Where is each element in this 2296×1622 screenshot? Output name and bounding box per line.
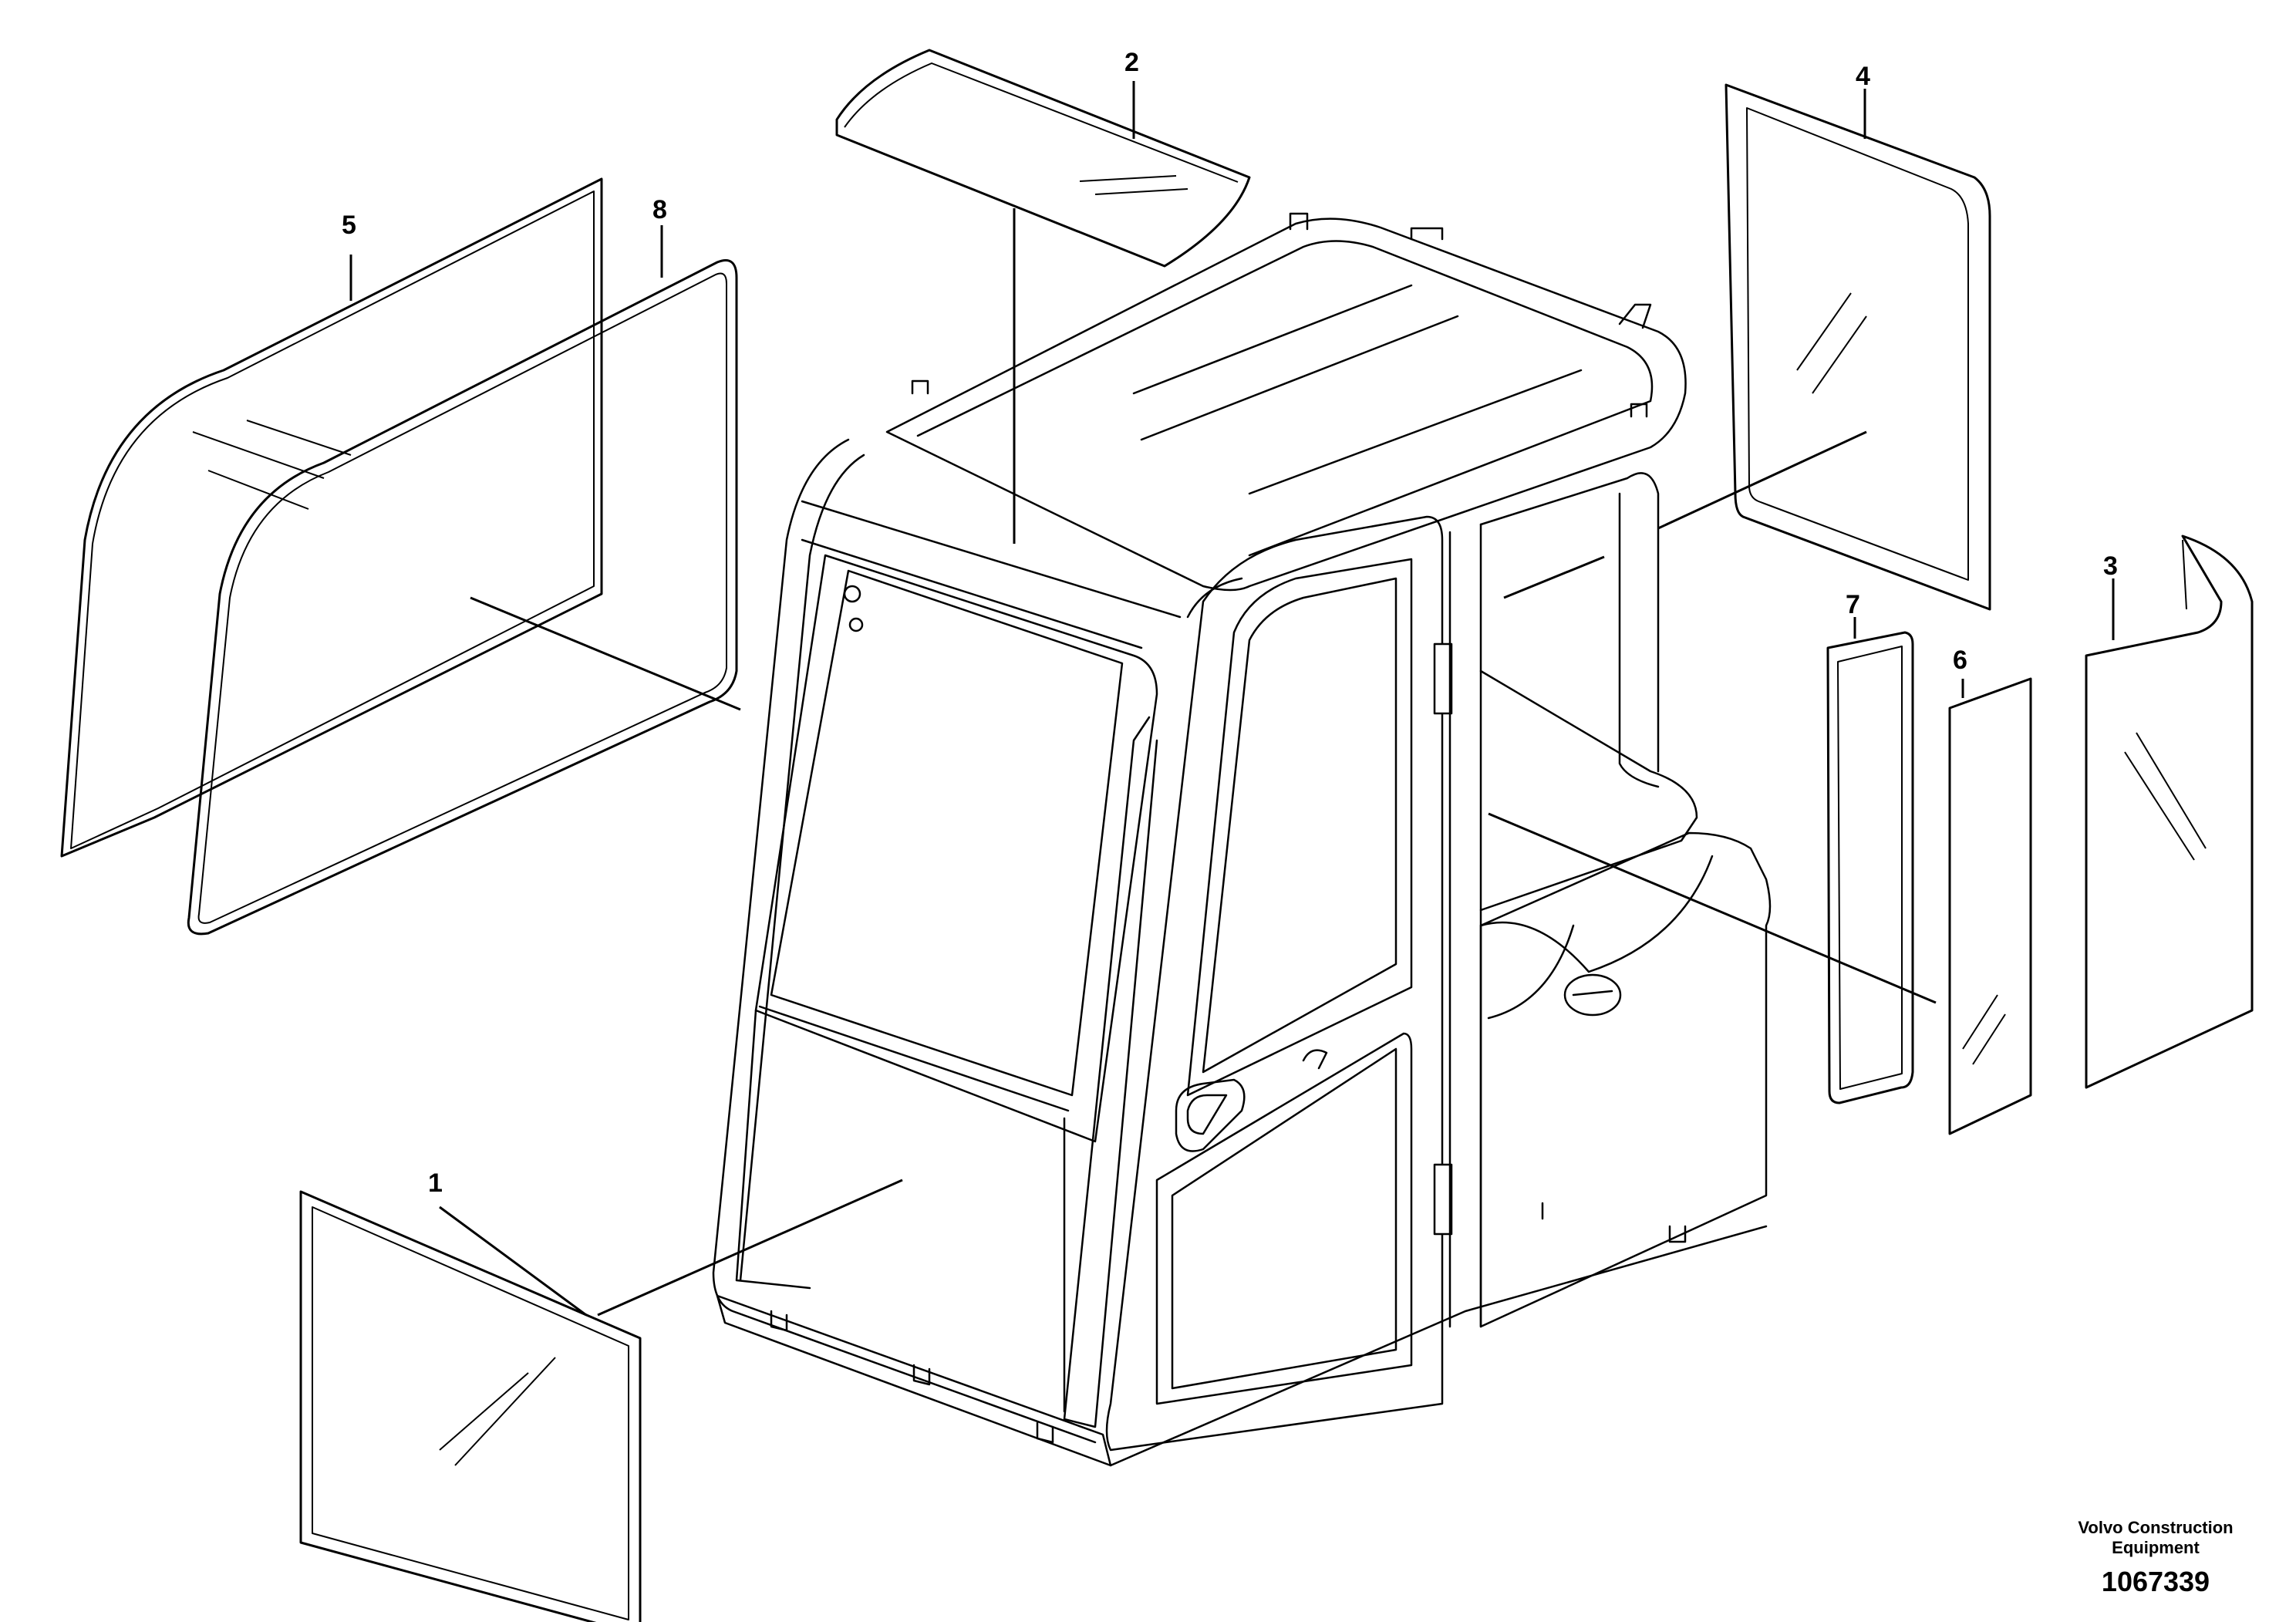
callout-1: 1 bbox=[428, 1168, 443, 1198]
leader-1 bbox=[439, 1206, 587, 1317]
credit-line-1: Volvo Construction bbox=[2078, 1518, 2234, 1537]
part-1-window bbox=[299, 1190, 642, 1622]
part-3-window bbox=[2085, 534, 2254, 1089]
callout-2: 2 bbox=[1124, 48, 1139, 77]
cab-roof bbox=[885, 218, 1687, 592]
leader-6b bbox=[1488, 812, 1937, 1004]
document-number: 1067339 bbox=[2101, 1566, 2210, 1597]
credit-line-2: Equipment bbox=[2112, 1538, 2200, 1558]
cab-front-pillar bbox=[712, 438, 1097, 1444]
door-handle bbox=[1175, 1078, 1246, 1152]
cab-door bbox=[1105, 515, 1444, 1452]
part-6-window bbox=[1948, 677, 2032, 1135]
leader-5b bbox=[470, 596, 741, 711]
part-2-roof-glass bbox=[835, 49, 1251, 268]
manufacturer-credit: Volvo Construction Equipment bbox=[2028, 1518, 2283, 1559]
operator-cab bbox=[712, 212, 1772, 1467]
part-5-window bbox=[60, 177, 603, 858]
callout-3: 3 bbox=[2103, 551, 2118, 581]
leader-1b bbox=[597, 1179, 903, 1317]
callout-numbers: 1 2 3 4 5 6 7 8 bbox=[342, 48, 2118, 1198]
part-8-gasket bbox=[187, 259, 738, 936]
part-4-window bbox=[1725, 83, 1991, 611]
callout-8: 8 bbox=[652, 195, 667, 224]
cab-front-window-frame bbox=[754, 554, 1158, 1143]
callout-5: 5 bbox=[342, 211, 356, 240]
leader-4c bbox=[1503, 555, 1605, 599]
leader-4b bbox=[1657, 430, 1867, 530]
part-7-window bbox=[1826, 631, 1914, 1104]
leader-lines bbox=[349, 81, 2115, 1317]
callout-6: 6 bbox=[1953, 646, 1967, 675]
callout-7: 7 bbox=[1846, 590, 1860, 619]
callout-4: 4 bbox=[1856, 62, 1870, 91]
